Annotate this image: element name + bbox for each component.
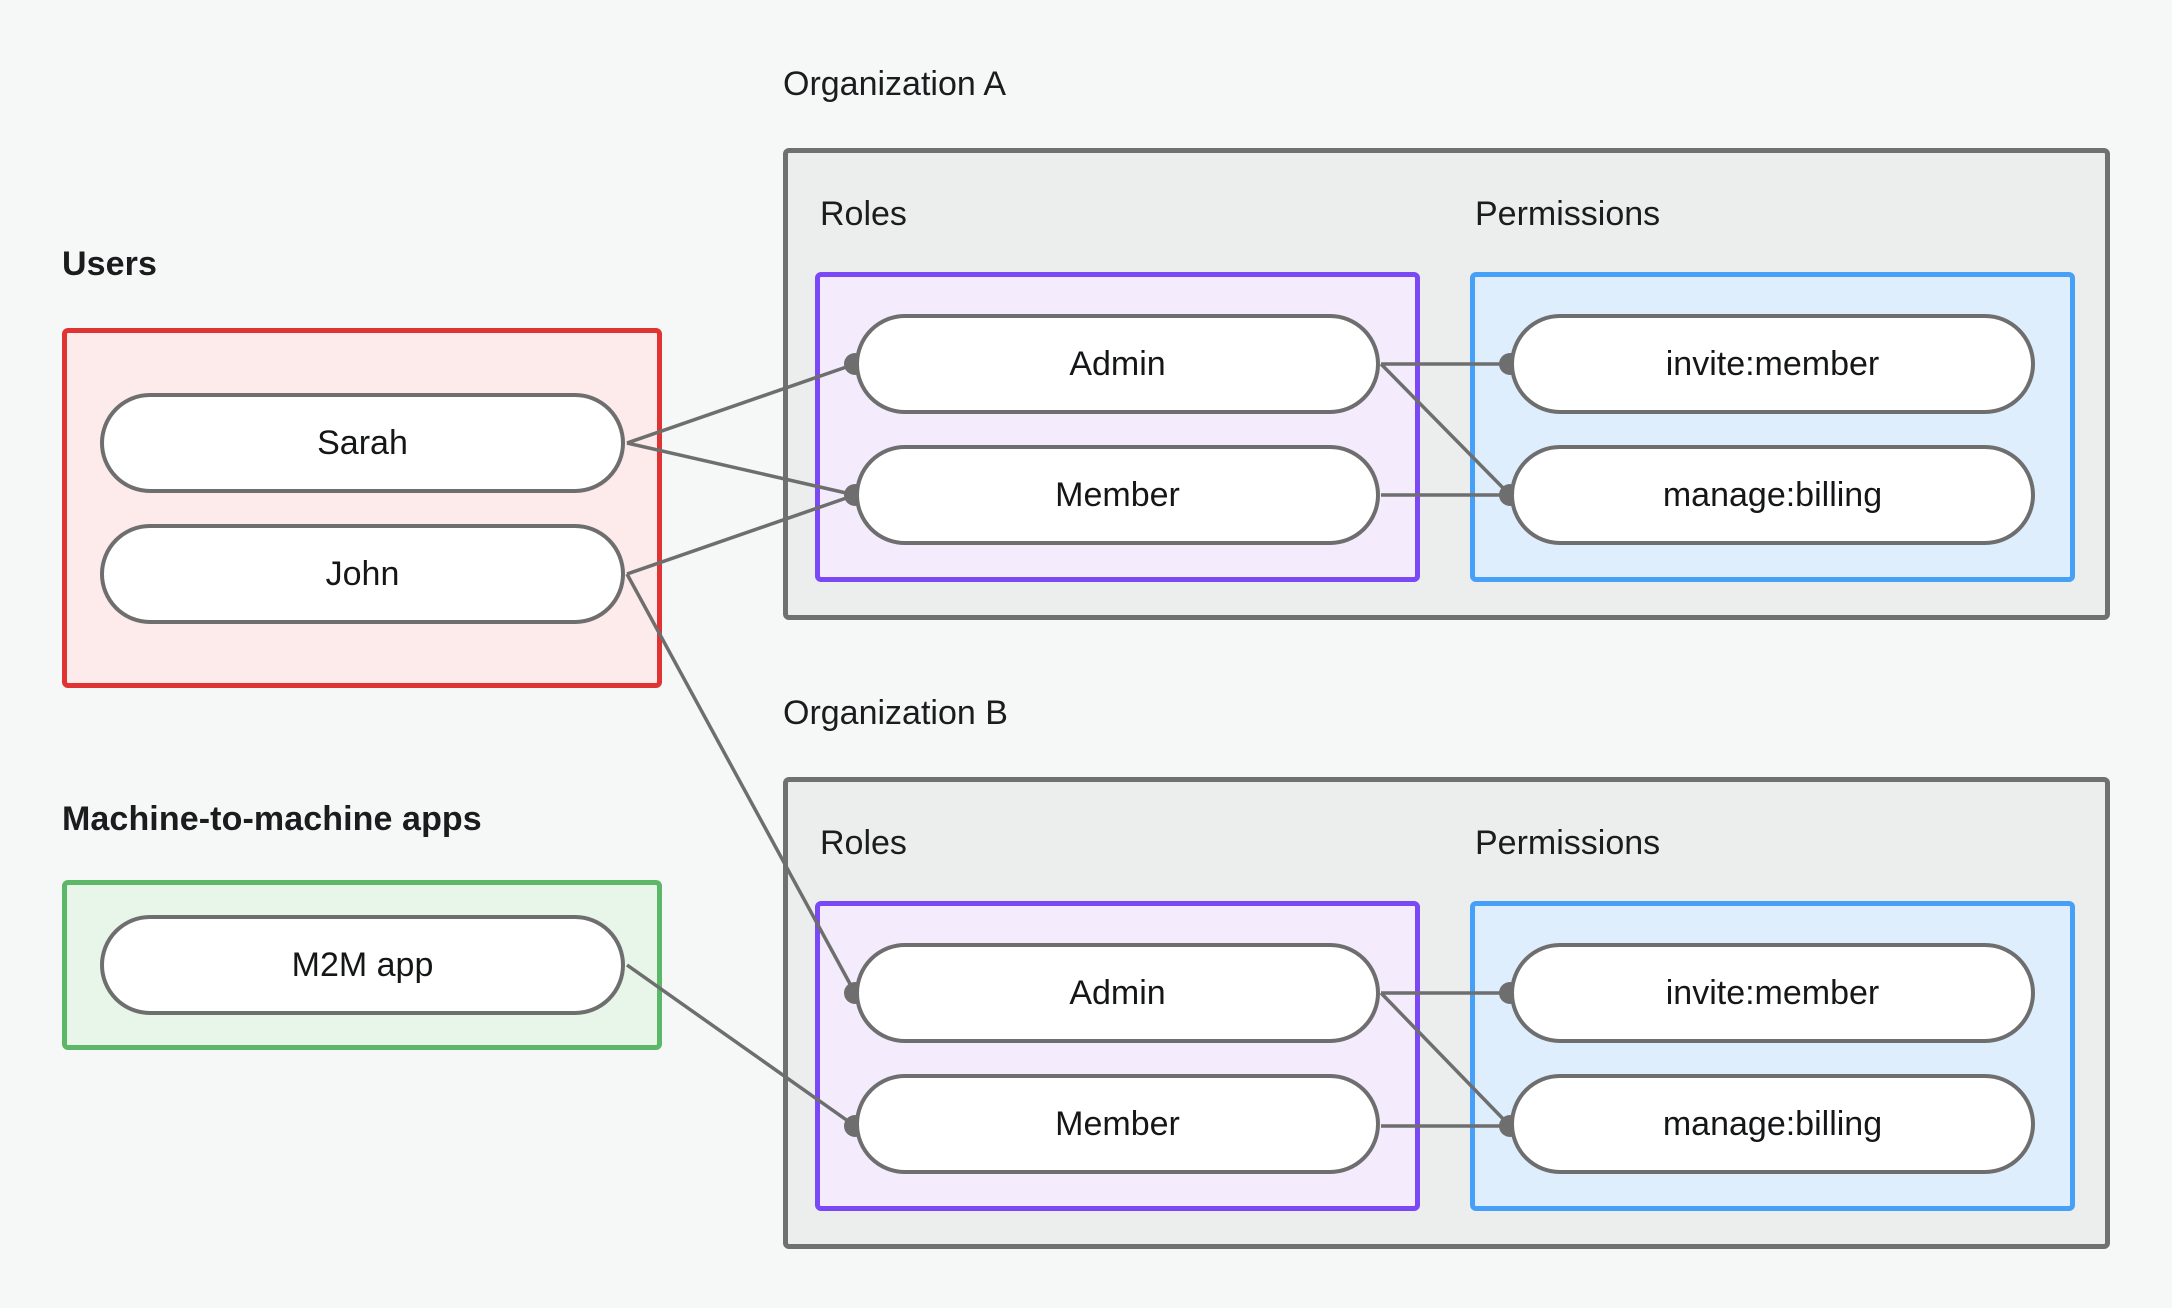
organization-a-permissions-title: Permissions (1475, 195, 1661, 233)
organization-a-permission-invite-member[interactable]: invite:member (1510, 314, 2035, 414)
organization-b-title: Organization B (783, 694, 1008, 732)
organization-a-title: Organization A (783, 65, 1007, 103)
m2m-group-title: Machine-to-machine apps (62, 800, 482, 838)
users-container (62, 328, 662, 688)
organization-b-permission-manage-billing[interactable]: manage:billing (1510, 1074, 2035, 1174)
organization-a-permission-manage-billing[interactable]: manage:billing (1510, 445, 2035, 545)
m2m-node-app[interactable]: M2M app (100, 915, 625, 1015)
user-node-john[interactable]: John (100, 524, 625, 624)
user-node-sarah[interactable]: Sarah (100, 393, 625, 493)
organization-b-permission-invite-member[interactable]: invite:member (1510, 943, 2035, 1043)
organization-b-permissions-title: Permissions (1475, 824, 1661, 862)
organization-b-roles-title: Roles (820, 824, 907, 862)
organization-b-role-member[interactable]: Member (855, 1074, 1380, 1174)
organization-a-role-member[interactable]: Member (855, 445, 1380, 545)
organization-a-role-admin[interactable]: Admin (855, 314, 1380, 414)
organization-a-roles-title: Roles (820, 195, 907, 233)
users-group-title: Users (62, 245, 158, 283)
organization-b-role-admin[interactable]: Admin (855, 943, 1380, 1043)
